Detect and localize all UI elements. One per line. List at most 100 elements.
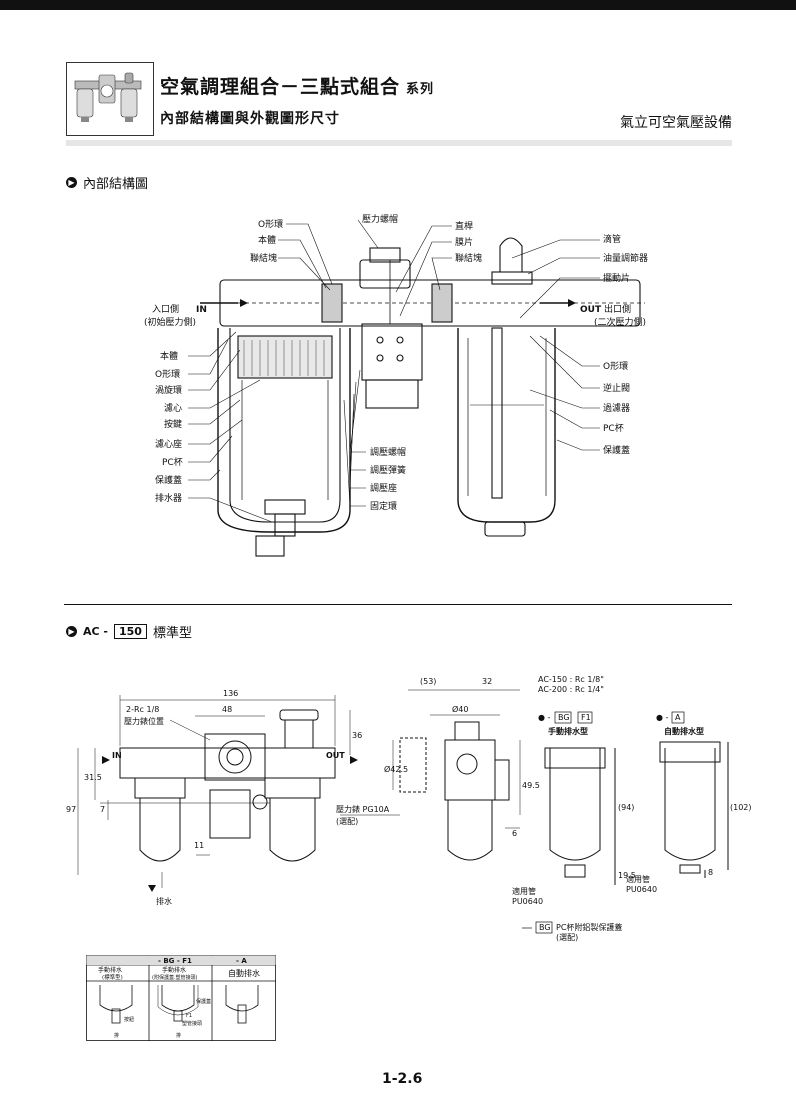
dim-11: 11 xyxy=(194,841,204,850)
label-o-ring: O形環 xyxy=(155,368,180,380)
table-col2-a: 手動排水 xyxy=(162,966,186,974)
table-col2-b: (附保護蓋.塑管接頭) xyxy=(152,974,198,981)
label-drip-tube: 滴管 xyxy=(603,233,621,245)
dim-6: 6 xyxy=(512,829,517,838)
dim-31-5: 31.5 xyxy=(84,773,102,782)
page-number: 1-2.6 xyxy=(382,1071,423,1087)
dim-gauge: 壓力錶 PG10A xyxy=(336,804,390,814)
dim-97: 97 xyxy=(66,805,76,814)
dimension-drawing: 136 48 2-Rc 1/8 壓力錶位置 IN OUT 97 31.5 7 1… xyxy=(66,675,752,942)
label-outlet-sub: (二次壓力側) xyxy=(594,316,646,328)
product-thumbnail xyxy=(66,62,154,136)
dim-bg-box: BG xyxy=(558,713,570,722)
section-internal-heading: ▶ 內部結構圖 xyxy=(66,173,148,192)
dim-bg-note-box: BG xyxy=(539,923,551,932)
play-bullet-icon: ▶ xyxy=(66,177,77,188)
dim-36: 36 xyxy=(352,731,362,740)
top-bar xyxy=(0,0,796,10)
label-pc-cup: PC杯 xyxy=(162,456,183,468)
label-o-ring-right: O形環 xyxy=(603,360,628,372)
dim-auto-title: 自動排水型 xyxy=(664,726,704,736)
label-filter-seat: 濾心座 xyxy=(155,438,182,450)
label-body: 本體 xyxy=(160,350,178,362)
dim-tube-l-model: PU0640 xyxy=(512,897,543,906)
section-divider xyxy=(64,604,732,605)
dim-in: IN xyxy=(112,751,122,760)
play-bullet-icon: ▶ xyxy=(66,626,77,637)
section-model-heading: ▶ AC - 150 標準型 xyxy=(66,622,192,641)
label-filter-right: 過濾器 xyxy=(603,402,630,414)
table-col3: 自動排水 xyxy=(228,968,260,978)
dim-auto-prefix: ● - xyxy=(656,713,669,722)
label-fix-ring: 固定環 xyxy=(370,500,397,512)
dim-gauge-pos: 壓力錶位置 xyxy=(124,716,164,726)
internal-structure-diagram: O形環 本體 聯結塊 壓力螺帽 直桿 膜片 聯結塊 滴管 油量調節器 擺動片 入… xyxy=(144,213,648,557)
option-table: - BG - F1 - A 手動排水 (標準型) 手動排水 (附保護蓋.塑管接頭… xyxy=(86,955,276,1041)
table-pipe: 塑管接頭 xyxy=(182,1020,202,1027)
dim-out: OUT xyxy=(326,751,345,760)
label-pc-cup-right: PC杯 xyxy=(603,422,624,434)
table-guard: 保護蓋 xyxy=(196,998,211,1005)
dim-19-5: 19.5 xyxy=(618,871,636,880)
label-button: 按鍵 xyxy=(164,418,182,430)
label-filter-core: 濾心 xyxy=(164,402,182,414)
label-stem: 直桿 xyxy=(455,220,473,232)
dim-d40: Ø40 xyxy=(452,704,468,714)
dim-7: 7 xyxy=(100,805,105,814)
header-rule xyxy=(66,140,732,146)
dim-f1-box: F1 xyxy=(581,713,591,722)
dim-d42-5: Ø42.5 xyxy=(384,764,408,774)
brand-name: 氣立可空氣壓設備 xyxy=(620,115,732,131)
label-guard: 保護蓋 xyxy=(155,474,182,486)
dim-tube-r: 適用管 xyxy=(626,874,650,884)
table-col1-a: 手動排水 xyxy=(98,966,122,974)
label-outlet: 出口側 xyxy=(604,303,631,315)
dim-32: 32 xyxy=(482,677,492,686)
dim-53: (53) xyxy=(420,677,436,686)
label-joint-right: 聯結塊 xyxy=(455,252,482,264)
label-inlet: 入口側 xyxy=(152,303,179,315)
label-in-tag: IN xyxy=(196,305,207,315)
dim-rc: 2-Rc 1/8 xyxy=(126,705,159,714)
table-drain-a: 排 xyxy=(114,1032,119,1039)
table-press: 按鈕 xyxy=(124,1016,134,1023)
table-head-code-2: - BG - F1 xyxy=(158,957,192,965)
dim-manual-prefix: ● - xyxy=(538,713,551,722)
dim-gauge-opt: (選配) xyxy=(336,816,358,826)
dim-drain: 排水 xyxy=(156,896,172,906)
label-o-ring-top: O形環 xyxy=(258,218,283,230)
dim-bg-note-opt: (選配) xyxy=(556,932,578,942)
label-diaphragm: 膜片 xyxy=(455,236,473,248)
model-box: 150 xyxy=(113,624,147,639)
label-joint-left: 聯結塊 xyxy=(250,252,277,264)
label-adj-seat: 調壓座 xyxy=(370,482,397,494)
dim-manual-title: 手動排水型 xyxy=(548,726,588,736)
table-col1-b: (標準型) xyxy=(102,973,123,981)
dim-tube-l: 適用管 xyxy=(512,886,536,896)
label-adj-nut: 調壓螺帽 xyxy=(370,446,406,458)
label-guard-right: 保護蓋 xyxy=(603,444,630,456)
dim-ac200: AC-200 : Rc 1/4" xyxy=(538,685,604,694)
dim-bg-note: PC杯附鋁製保護蓋 xyxy=(556,922,622,932)
dim-94: (94) xyxy=(618,803,634,812)
label-inlet-sub: (初始壓力側) xyxy=(144,316,196,328)
label-adj-spring: 調壓彈簧 xyxy=(370,464,406,476)
label-check-valve: 逆止閥 xyxy=(603,382,630,394)
table-head-code-3: - A xyxy=(236,957,247,965)
label-drain: 排水器 xyxy=(155,492,182,504)
dim-102: (102) xyxy=(730,803,752,812)
dim-ac150: AC-150 : Rc 1/8" xyxy=(538,675,604,684)
dim-a-box: A xyxy=(675,713,681,722)
dim-8: 8 xyxy=(708,868,713,877)
label-out-tag: OUT xyxy=(580,305,602,315)
dim-tube-r-model: PU0640 xyxy=(626,885,657,894)
label-baffle: 擺動片 xyxy=(603,272,630,284)
dim-136: 136 xyxy=(223,689,238,698)
dim-49-5: 49.5 xyxy=(522,781,540,790)
page-subtitle: 內部結構圖與外觀圖形尺寸 xyxy=(160,111,340,127)
label-oil-adjuster: 油量調節器 xyxy=(603,252,648,264)
label-body-top: 本體 xyxy=(258,234,276,246)
table-f1: F1 xyxy=(186,1013,192,1019)
label-pressure-knob: 壓力螺帽 xyxy=(362,213,398,225)
page-title: 空氣調理組合－三點式組合系列 xyxy=(160,76,435,98)
